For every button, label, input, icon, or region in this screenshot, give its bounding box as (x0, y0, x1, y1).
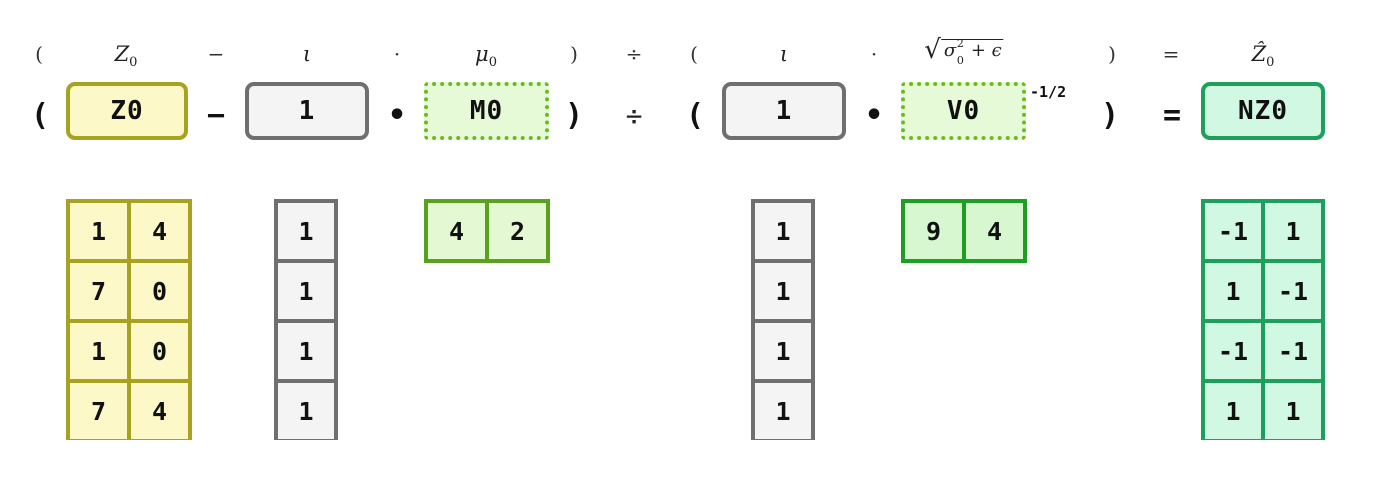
paren-close-1: ) (564, 98, 584, 133)
v0-cell: 9 (905, 203, 962, 259)
math-equals: = (1162, 42, 1180, 66)
math-z0-base: Z (114, 42, 130, 66)
math-divide: ÷ (625, 42, 643, 66)
z0-cell: 7 (70, 263, 127, 319)
ones-2-cell: 1 (755, 383, 811, 439)
nz0-cell: 1 (1205, 383, 1261, 439)
paren-open-2: ( (685, 98, 705, 133)
z0-cell: 4 (131, 383, 188, 439)
ones-2-cell: 1 (755, 263, 811, 319)
nz0-box: NZ0 (1201, 82, 1325, 140)
m0-cell: 4 (428, 203, 485, 259)
math-z0: Z0 (115, 41, 138, 76)
ones-2-cell: 1 (755, 203, 811, 259)
z0-cell: 1 (70, 323, 127, 379)
math-paren-open-1: ( (35, 42, 43, 66)
v0-cell: 4 (966, 203, 1023, 259)
math-zhat-base: Ẑ (1251, 42, 1267, 66)
math-z0-sub: 0 (129, 55, 138, 71)
nz0-cell: -1 (1205, 203, 1261, 259)
z0-box: Z0 (66, 82, 188, 140)
ones-1-cell: 1 (278, 203, 334, 259)
math-mu0: μ0 (475, 41, 497, 76)
z0-cell: 1 (70, 203, 127, 259)
math-sigma-sup: 2 (956, 36, 964, 50)
nz0-cell: 1 (1265, 203, 1321, 259)
v0-box: V0 (901, 82, 1026, 140)
m0-box: M0 (424, 82, 549, 140)
nz0-cell: -1 (1265, 323, 1321, 379)
math-paren-close-2: ) (1108, 42, 1116, 66)
ones-box-2: 1 (722, 82, 846, 140)
divide-operator: ÷ (625, 99, 643, 132)
z0-cell: 4 (131, 203, 188, 259)
math-minus: − (207, 42, 225, 66)
math-mu-base: μ (475, 42, 489, 66)
z0-cell: 0 (131, 263, 188, 319)
math-iota-2: ι (780, 41, 788, 67)
nz0-cell: 1 (1205, 263, 1261, 319)
dot-operator-2: • (864, 98, 884, 133)
paren-open-1: ( (30, 98, 50, 133)
z0-cell: 0 (131, 323, 188, 379)
math-dot-1: · (393, 42, 401, 66)
math-paren-close-1: ) (570, 42, 578, 66)
z0-cell: 7 (70, 383, 127, 439)
math-iota-1: ι (303, 41, 311, 67)
math-sigma-sub: 0 (956, 53, 964, 67)
math-zhat-sub: 0 (1266, 55, 1275, 71)
paren-close-2: ) (1100, 98, 1120, 133)
ones-box-1: 1 (245, 82, 369, 140)
nz0-cell: -1 (1205, 323, 1261, 379)
math-iota-2-glyph: ι (779, 42, 789, 66)
nz0-cell: 1 (1265, 383, 1321, 439)
m0-cell: 2 (489, 203, 546, 259)
math-zhat0: Ẑ0 (1252, 41, 1275, 76)
math-plus-epsilon: + ϵ (965, 39, 1002, 61)
math-paren-open-2: ( (690, 42, 698, 66)
dot-operator-1: • (387, 98, 407, 133)
equals-operator: = (1162, 98, 1182, 133)
ones-1-cell: 1 (278, 323, 334, 379)
ones-1-cell: 1 (278, 383, 334, 439)
math-sigma: σ (943, 39, 957, 61)
nz0-cell: -1 (1265, 263, 1321, 319)
exponent-label: -1/2 (1030, 83, 1067, 101)
minus-operator: − (206, 98, 226, 133)
math-mu-sub: 0 (488, 55, 497, 71)
ones-1-cell: 1 (278, 263, 334, 319)
math-iota-1-glyph: ι (302, 42, 312, 66)
math-dot-2: · (870, 42, 878, 66)
ones-2-cell: 1 (755, 323, 811, 379)
